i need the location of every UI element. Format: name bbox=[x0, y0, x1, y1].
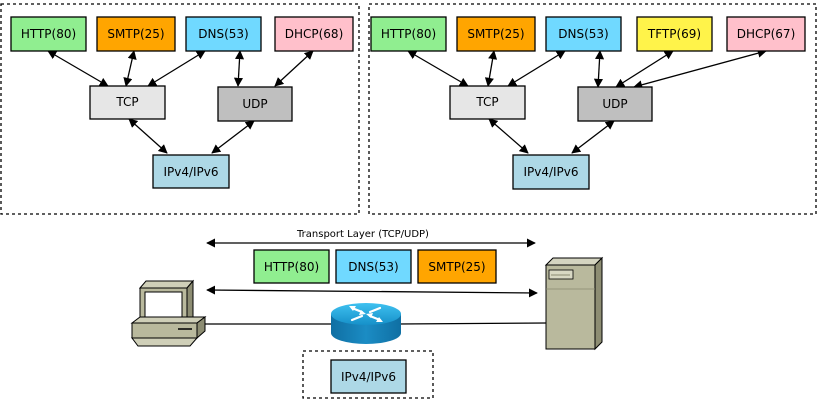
left-http-label: HTTP(80) bbox=[21, 27, 76, 41]
right-dhcp-box: DHCP(67) bbox=[726, 16, 806, 52]
arrow-r-dns-udp bbox=[593, 50, 605, 88]
arrow-dhcp-udp bbox=[274, 50, 314, 87]
net-ip-label: IPv4/IPv6 bbox=[341, 370, 396, 384]
left-smtp-label: SMTP(25) bbox=[107, 27, 164, 41]
left-dns-label: DNS(53) bbox=[198, 27, 248, 41]
arrow-dns-tcp bbox=[147, 50, 206, 87]
right-udp-box: UDP bbox=[577, 86, 653, 122]
right-ip-label: IPv4/IPv6 bbox=[523, 165, 578, 179]
router-icon bbox=[331, 303, 401, 344]
net-dns-box: DNS(53) bbox=[335, 249, 412, 284]
net-ip-box: IPv4/IPv6 bbox=[330, 359, 407, 394]
net-smtp-box: SMTP(25) bbox=[417, 249, 497, 284]
left-dhcp-label: DHCP(68) bbox=[285, 27, 344, 41]
left-dhcp-box: DHCP(68) bbox=[274, 16, 354, 52]
right-tftp-label: TFTP(69) bbox=[647, 27, 701, 41]
network-scene: Transport Layer (TCP/UDP) HTTP(80) DNS(5… bbox=[130, 229, 604, 399]
right-ip-box: IPv4/IPv6 bbox=[512, 154, 590, 190]
left-tcp-label: TCP bbox=[115, 95, 138, 109]
arrow-r-tftp-udp bbox=[615, 50, 674, 88]
left-udp-label: UDP bbox=[242, 97, 267, 111]
left-dns-box: DNS(53) bbox=[185, 16, 262, 52]
right-tcp-box: TCP bbox=[449, 85, 526, 120]
right-protocol-stack: HTTP(80) SMTP(25) DNS(53) TFTP(69) DHCP(… bbox=[368, 3, 817, 215]
server-tower-icon bbox=[544, 256, 604, 351]
right-http-label: HTTP(80) bbox=[381, 27, 436, 41]
arrow-dns-udp bbox=[233, 50, 245, 87]
arrow-tcp-ip bbox=[128, 118, 168, 154]
net-dns-label: DNS(53) bbox=[348, 260, 398, 274]
right-udp-label: UDP bbox=[602, 97, 627, 111]
arrow-r-dns-tcp bbox=[507, 50, 566, 87]
net-smtp-label: SMTP(25) bbox=[428, 260, 485, 274]
ip-layer-frame bbox=[302, 350, 434, 399]
arrow-r-udp-ip bbox=[571, 120, 615, 154]
right-dhcp-label: DHCP(67) bbox=[737, 27, 796, 41]
arrow-r-smtp-tcp bbox=[484, 50, 498, 87]
right-dns-label: DNS(53) bbox=[558, 27, 608, 41]
arrow-udp-ip bbox=[211, 120, 255, 154]
right-stack-frame bbox=[368, 3, 817, 215]
transport-layer-label: Transport Layer (TCP/UDP) bbox=[296, 229, 429, 240]
left-stack-frame bbox=[0, 3, 360, 215]
right-smtp-box: SMTP(25) bbox=[456, 16, 536, 52]
arrow-r-dhcp-udp bbox=[633, 48, 767, 90]
application-data-arrow bbox=[206, 285, 538, 298]
right-dns-box: DNS(53) bbox=[545, 16, 622, 52]
left-udp-box: UDP bbox=[217, 86, 293, 122]
right-tcp-label: TCP bbox=[475, 95, 498, 109]
net-http-box: HTTP(80) bbox=[253, 249, 330, 284]
cable-router-server bbox=[397, 322, 547, 325]
desktop-computer-icon bbox=[130, 279, 207, 347]
left-tcp-box: TCP bbox=[89, 85, 166, 120]
right-http-box: HTTP(80) bbox=[370, 16, 447, 52]
arrow-r-tcp-ip bbox=[488, 118, 529, 154]
left-smtp-box: SMTP(25) bbox=[96, 16, 176, 52]
arrow-smtp-tcp bbox=[123, 50, 137, 87]
arrow-http-tcp bbox=[47, 50, 109, 87]
right-tftp-box: TFTP(69) bbox=[636, 16, 713, 52]
left-ip-box: IPv4/IPv6 bbox=[152, 154, 230, 189]
right-smtp-label: SMTP(25) bbox=[467, 27, 524, 41]
arrow-r-http-tcp bbox=[407, 50, 469, 87]
left-protocol-stack: HTTP(80) SMTP(25) DNS(53) DHCP(68) TCP U… bbox=[0, 3, 360, 215]
net-http-label: HTTP(80) bbox=[264, 260, 319, 274]
left-ip-label: IPv4/IPv6 bbox=[163, 165, 218, 179]
left-http-box: HTTP(80) bbox=[10, 16, 87, 52]
